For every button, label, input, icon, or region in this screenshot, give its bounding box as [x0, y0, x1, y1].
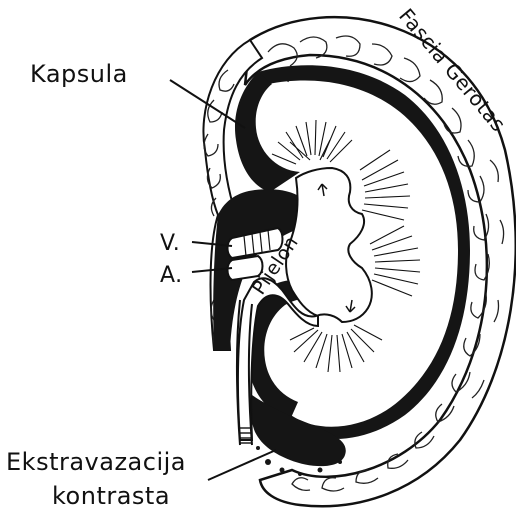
label-kontrasta: kontrasta [52, 482, 170, 510]
label-vein: V. [160, 231, 180, 256]
papillae-lower [290, 325, 382, 372]
extravasation [251, 395, 346, 476]
label-kapsula: Kapsula [30, 60, 128, 88]
upper-sinus-dark [235, 72, 300, 192]
papillae-right [360, 150, 420, 296]
papillae-upper [272, 120, 352, 164]
label-ekstravazacija: Ekstravazacija [6, 448, 186, 476]
extravasation-leader [208, 450, 276, 480]
label-artery: A. [160, 263, 183, 288]
